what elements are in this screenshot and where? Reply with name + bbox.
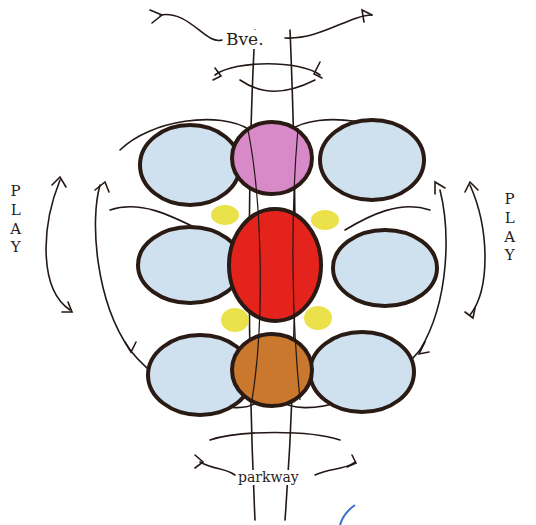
sketch-label: PLAY: [502, 190, 517, 265]
sketch-label: PLAY: [8, 182, 23, 257]
sketch-label: parkway: [236, 470, 301, 485]
sketch-label: Bve.: [224, 30, 266, 49]
